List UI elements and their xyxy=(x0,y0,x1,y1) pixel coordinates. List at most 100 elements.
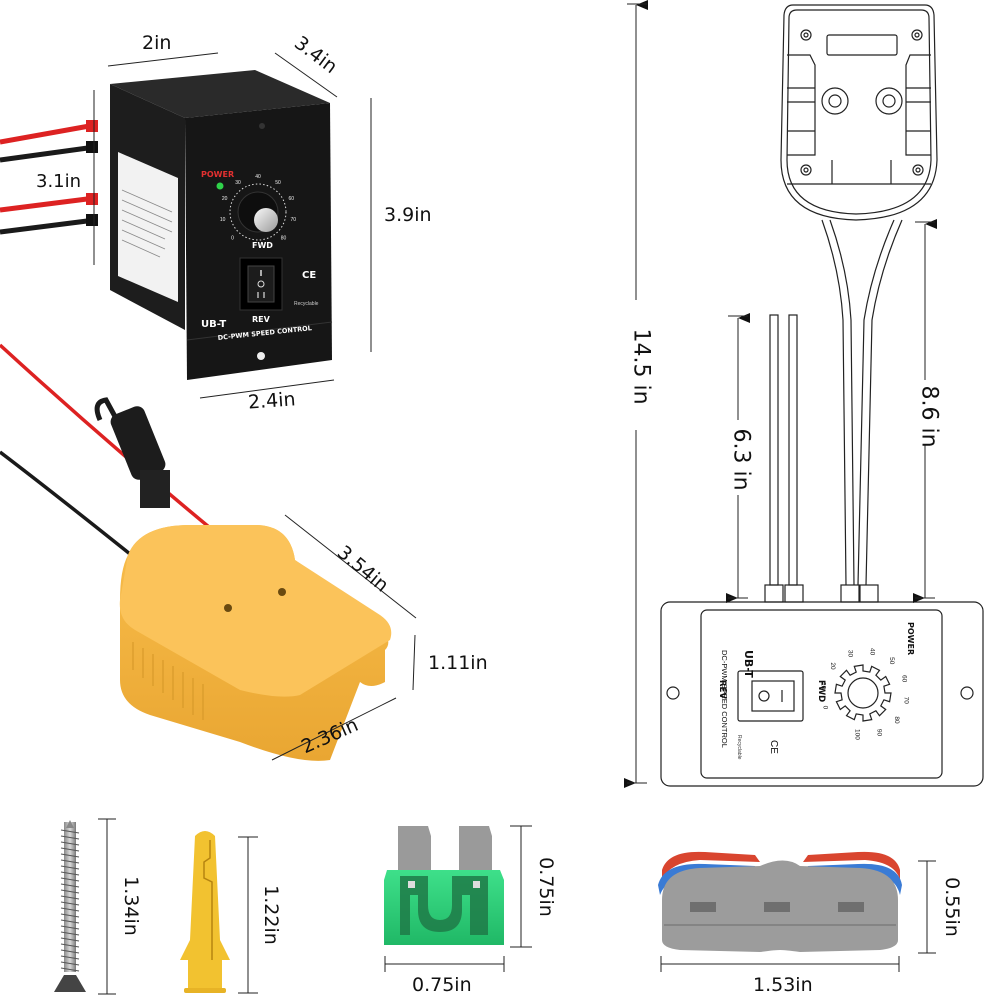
dim-connector-width: 1.53in xyxy=(753,974,813,996)
screw-thread xyxy=(60,955,80,960)
recyclable-label: Recyclable xyxy=(294,301,319,307)
dim-controller-width: 2in xyxy=(142,32,172,54)
schematic-dial-tick-label: 30 xyxy=(847,650,854,658)
dial-tick-label: 10 xyxy=(220,217,226,223)
speed-controller-photo: POWER 0 10 20 30 40 50 60 70 80 FWD CE Recyclabl… xyxy=(0,52,372,399)
dial-tick-labels: 0 10 20 30 40 50 60 70 80 xyxy=(220,174,296,242)
screw-thread xyxy=(60,877,80,882)
schematic-dial-tick-label: 100 xyxy=(854,729,861,740)
schematic-dial-tick-label: 10 xyxy=(820,682,827,690)
dim-line-adapter-width xyxy=(271,697,397,761)
brand-label: UB-T xyxy=(201,319,226,330)
screw-thread xyxy=(60,895,80,900)
screw-thread xyxy=(60,871,80,876)
dim-screw-length: 1.34in xyxy=(119,876,142,936)
screw-thread xyxy=(60,907,80,912)
schematic-battery-mount xyxy=(780,4,938,221)
dial-tick-label: 30 xyxy=(235,180,241,186)
schematic-brand-label: UB-T xyxy=(742,650,755,678)
screw-thread xyxy=(60,853,80,858)
direction-rocker-switch[interactable] xyxy=(239,257,283,311)
screw-thread xyxy=(60,889,80,894)
side-label xyxy=(118,152,178,302)
schematic-dial-tick-label: 50 xyxy=(888,657,895,665)
mounting-hole-1 xyxy=(224,604,232,612)
blade-fuse xyxy=(384,825,532,972)
rev-label: REV xyxy=(252,315,271,324)
schematic-dial-tick-label: 80 xyxy=(893,716,900,724)
schematic-fwd-label: FWD xyxy=(816,680,826,702)
dial-tick-label: 20 xyxy=(222,196,228,202)
dial-tick-label: 80 xyxy=(281,236,287,242)
schematic-dial-tick-label: 70 xyxy=(902,697,909,705)
schematic-dial-teeth xyxy=(834,664,892,722)
screw xyxy=(54,818,116,995)
dial-tick-label: 60 xyxy=(289,196,295,202)
lever-wire-connector xyxy=(658,851,936,972)
schematic-dial-tick-label: 0 xyxy=(822,706,829,710)
screw-thread xyxy=(60,859,80,864)
power-label: POWER xyxy=(201,170,234,179)
schematic-ce-mark: CE xyxy=(768,740,779,754)
screw-thread xyxy=(60,835,80,840)
dim-line-depth xyxy=(274,52,338,98)
battery-adapter-photo xyxy=(0,343,417,761)
dial-tick-label: 40 xyxy=(255,174,261,180)
screw-thread xyxy=(60,865,80,870)
dim-controller-height: 3.9in xyxy=(384,204,432,226)
schematic-power-label: POWER xyxy=(906,622,915,655)
screw-thread xyxy=(60,961,80,966)
screw-thread xyxy=(60,847,80,852)
screw-thread xyxy=(60,919,80,924)
screw-thread xyxy=(60,913,80,918)
schematic-dial-tick-label: 20 xyxy=(829,662,836,670)
schematic-rocker-switch xyxy=(737,670,804,722)
schematic-dial-tick-label: 60 xyxy=(901,675,908,683)
schematic-rev-label: REV xyxy=(717,680,727,699)
dial-tick-label: 70 xyxy=(291,217,297,223)
schematic-product-label: DC-PWM SPEED CONTROL xyxy=(720,650,729,748)
fwd-label: FWD xyxy=(252,241,273,250)
screw-thread xyxy=(60,937,80,942)
screw-thread xyxy=(60,943,80,948)
schematic-dial-tick-label: 90 xyxy=(875,729,882,737)
screw-thread xyxy=(60,925,80,930)
dim-total-length: 14.5 in xyxy=(628,328,654,405)
ce-mark: CE xyxy=(302,270,316,281)
speed-dial[interactable] xyxy=(229,183,287,241)
schematic-drawing xyxy=(624,0,984,788)
schematic-gear-outline xyxy=(834,664,892,722)
dim-line-length xyxy=(284,514,417,619)
dim-adapter-height: 1.11in xyxy=(428,652,488,674)
dim-line-adapter-height xyxy=(412,634,416,691)
schematic-controller-box xyxy=(660,601,984,787)
dim-controller-front-width: 2.4in xyxy=(247,388,297,414)
dim-line-width xyxy=(107,52,219,67)
dim-connector-height: 0.55in xyxy=(940,877,963,937)
schematic-input-cable xyxy=(821,219,903,603)
dial-tick-label: 50 xyxy=(275,180,281,186)
schematic-recyclable-label: Recyclable xyxy=(736,735,742,760)
dial-tick-label: 0 xyxy=(231,236,234,242)
speed-knob[interactable] xyxy=(254,208,278,232)
dim-wire-spacing: 3.1in xyxy=(36,171,82,192)
dim-input-cable-length: 8.6 in xyxy=(916,385,942,448)
screw-thread xyxy=(60,967,80,972)
wall-anchor xyxy=(180,831,258,994)
screw-thread xyxy=(60,949,80,954)
screw-thread xyxy=(60,931,80,936)
dim-fuse-height: 0.75in xyxy=(534,857,557,917)
dim-anchor-length: 1.22in xyxy=(259,885,282,945)
controller-front-panel xyxy=(185,103,332,380)
screw-thread xyxy=(60,841,80,846)
screw-thread xyxy=(60,883,80,888)
inline-fuse-holder xyxy=(94,397,170,508)
controller-wires xyxy=(0,120,98,235)
dim-line-front-width xyxy=(199,379,335,399)
schematic-output-wires xyxy=(764,314,804,603)
dim-output-wire-length: 6.3 in xyxy=(728,428,754,491)
dim-fuse-width: 0.75in xyxy=(412,974,472,996)
screw-thread xyxy=(60,901,80,906)
